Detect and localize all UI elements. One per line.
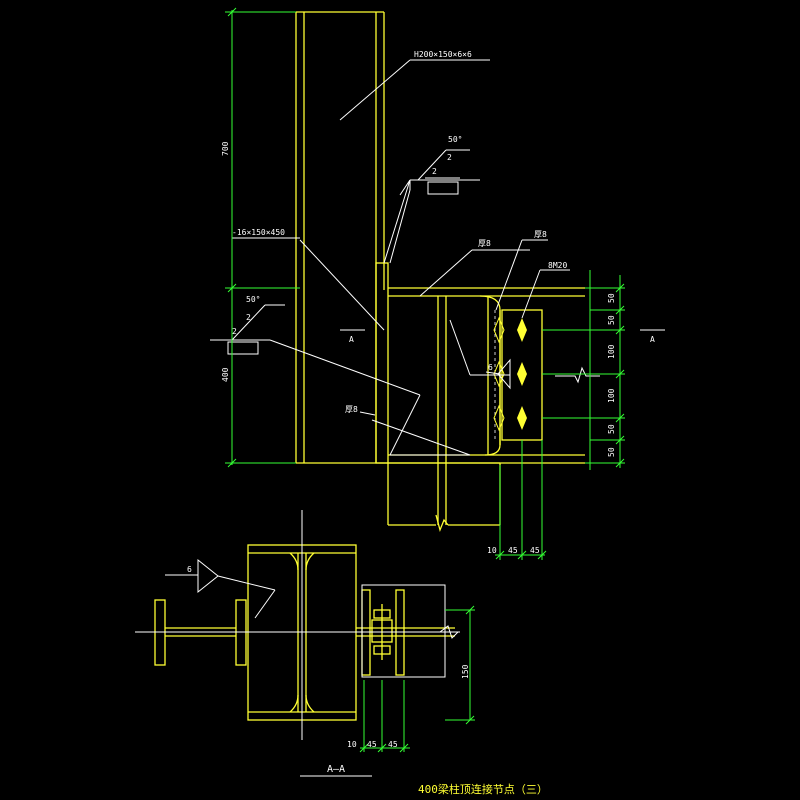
dim-bottom-10: 10: [487, 546, 497, 555]
label-weld-angle-top: 50°: [448, 135, 462, 144]
elevation-view: H200×150×6×6 -16×150×450 厚8 厚8 厚8 8M20 5…: [210, 7, 665, 560]
end-plate: [375, 262, 389, 464]
dim-bottom-45a: 45: [508, 546, 518, 555]
label-weld-size-left: 2: [246, 313, 251, 322]
section-mark-right: A: [650, 335, 655, 344]
dim-right-100a: 100: [607, 344, 616, 359]
label-plate: -16×150×450: [232, 228, 285, 237]
label-thk8-a: 厚8: [478, 239, 491, 248]
dim-section-45b: 45: [388, 740, 398, 749]
bottom-dimensions-elevation: [495, 440, 547, 560]
section-a-a-view: 6 150 10 45 45 A—A: [135, 510, 475, 777]
label-thk8-c: 厚8: [345, 405, 358, 414]
dim-700: 700: [221, 141, 230, 156]
label-thk8-b: 厚8: [534, 230, 547, 239]
label-weld-gap-left: 2: [232, 327, 237, 336]
column-lower-stub: [387, 296, 501, 533]
label-section-h: H200×150×6×6: [414, 50, 472, 59]
vertical-dimensions: [225, 7, 300, 468]
section-weld-symbol: 6: [165, 558, 276, 619]
dim-right-50c: 50: [607, 424, 616, 434]
dim-right-50d: 50: [607, 447, 616, 457]
label-weld-size-top: 2: [447, 153, 452, 162]
column-h-section: [295, 11, 500, 464]
dim-bottom-45b: 45: [530, 546, 540, 555]
bolt-group: [493, 316, 527, 432]
label-bolts: 8M20: [548, 261, 567, 270]
dim-400: 400: [221, 367, 230, 382]
bolt-2: [517, 362, 527, 386]
right-dimensions: [542, 270, 625, 470]
dim-section-150: 150: [461, 664, 470, 679]
section-dimensions: [359, 605, 475, 753]
bolt-3: [517, 406, 527, 430]
section-mark-left: A: [349, 335, 354, 344]
stiffener-welds: [210, 179, 530, 456]
label-weld-angle-left: 50°: [246, 295, 260, 304]
section-title: A—A: [327, 764, 345, 775]
dim-section-45a: 45: [367, 740, 377, 749]
drawing-title: 400梁柱顶连接节点（三）: [418, 782, 548, 796]
dim-section-10: 10: [347, 740, 357, 749]
label-fillet-6-section: 6: [187, 565, 192, 574]
dim-right-50b: 50: [607, 315, 616, 325]
label-fillet-6: 6: [488, 363, 493, 372]
section-splice-plate: [361, 584, 446, 678]
leader-lines: [231, 59, 570, 416]
dim-right-50a: 50: [607, 293, 616, 303]
bolt-1: [517, 318, 527, 342]
dim-right-100b: 100: [607, 388, 616, 403]
label-weld-gap-top: 2: [432, 167, 437, 176]
